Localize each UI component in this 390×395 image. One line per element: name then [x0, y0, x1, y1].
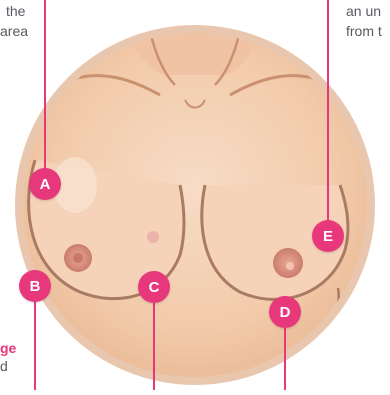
label-bottom-left-small: d	[0, 357, 8, 376]
label-top-left-line1: the	[6, 2, 25, 21]
left-nipple-center	[73, 253, 83, 263]
left-spot	[147, 231, 159, 243]
label-top-left-line2: area	[0, 22, 28, 41]
label-bottom-left-partial: ge	[0, 339, 16, 358]
marker-c[interactable]: C	[138, 271, 170, 303]
right-nipple-center	[286, 262, 294, 270]
label-top-right-line1: an un	[346, 2, 381, 21]
marker-b[interactable]: B	[19, 270, 51, 302]
marker-a[interactable]: A	[29, 168, 61, 200]
marker-d[interactable]: D	[269, 296, 301, 328]
label-top-right-line2: from t	[346, 22, 382, 41]
marker-e[interactable]: E	[312, 220, 344, 252]
